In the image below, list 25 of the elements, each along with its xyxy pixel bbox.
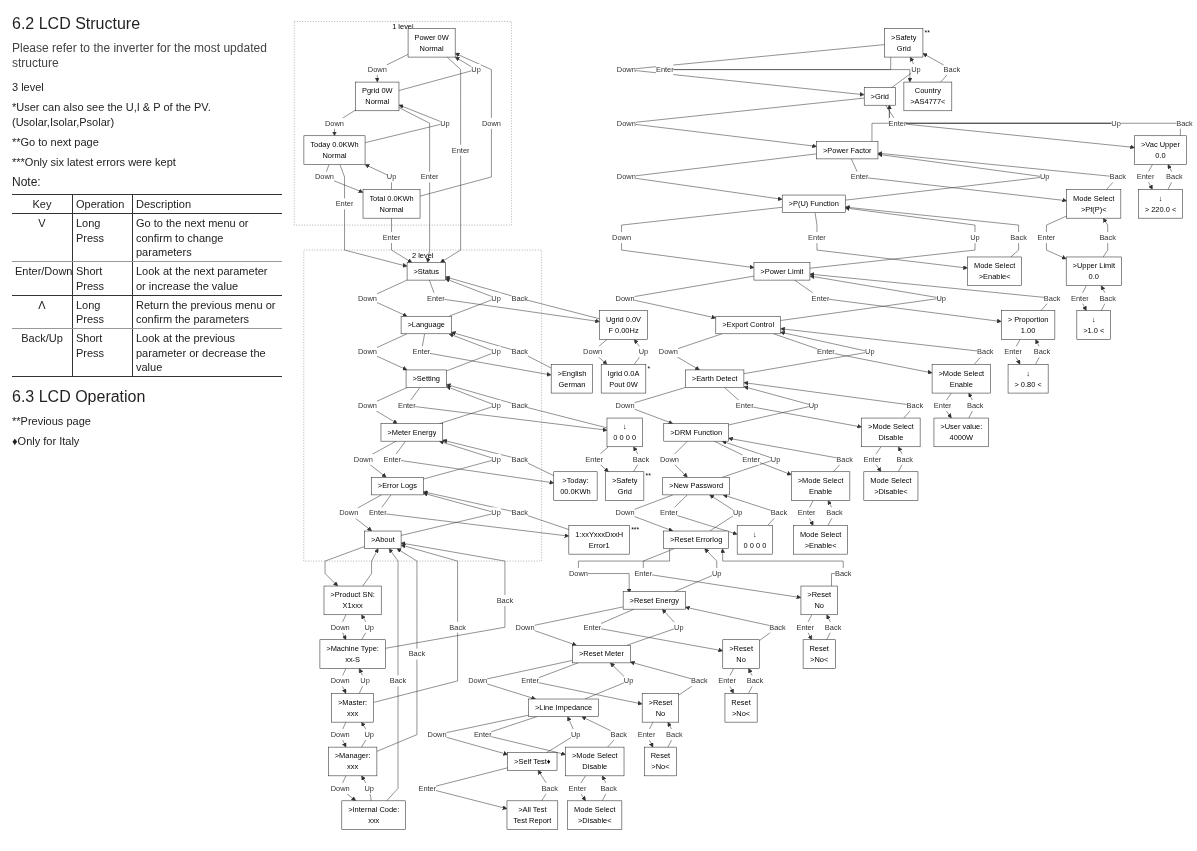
key-symbol: V (38, 217, 46, 230)
press-type: Long Press (76, 298, 105, 326)
press-type: Long Press (76, 217, 105, 244)
section-title: 6.3 LCD Operation (12, 387, 146, 408)
description: Return the previous menu or confirm the parameters (136, 298, 276, 326)
footnote: **Previous page (12, 414, 91, 429)
key-symbol: Λ (38, 298, 46, 311)
note-heading: Note: (12, 175, 41, 192)
subtitle: Please refer to the inverter for the most updated structure (12, 40, 268, 72)
section-title: 6.2 LCD Structure (12, 14, 141, 34)
footnote: *User can also see the U,I & P of the PV. (Usolar,Isolar,Psolar) (12, 100, 212, 129)
table-header: Key (32, 198, 52, 211)
footnote: ***Only six latest errors were kept (12, 155, 176, 170)
level-heading: 3 level (12, 80, 44, 95)
table-header: Description (136, 198, 192, 211)
press-type: Short Press (76, 265, 105, 292)
footnote: ♦Only for Italy (12, 434, 80, 449)
press-type: Short Press (76, 332, 105, 359)
footnote: **Go to next page (12, 134, 99, 150)
description: Look at the next parameter or increase the value (136, 265, 268, 292)
key-label: Enter/Down (15, 265, 73, 278)
description: Go to the next menu or confirm to change parameters (136, 217, 249, 258)
description: Look at the previous parameter or decrease the value (136, 332, 266, 374)
table-header: Operation (76, 198, 125, 211)
key-label: Back/Up (21, 332, 63, 345)
